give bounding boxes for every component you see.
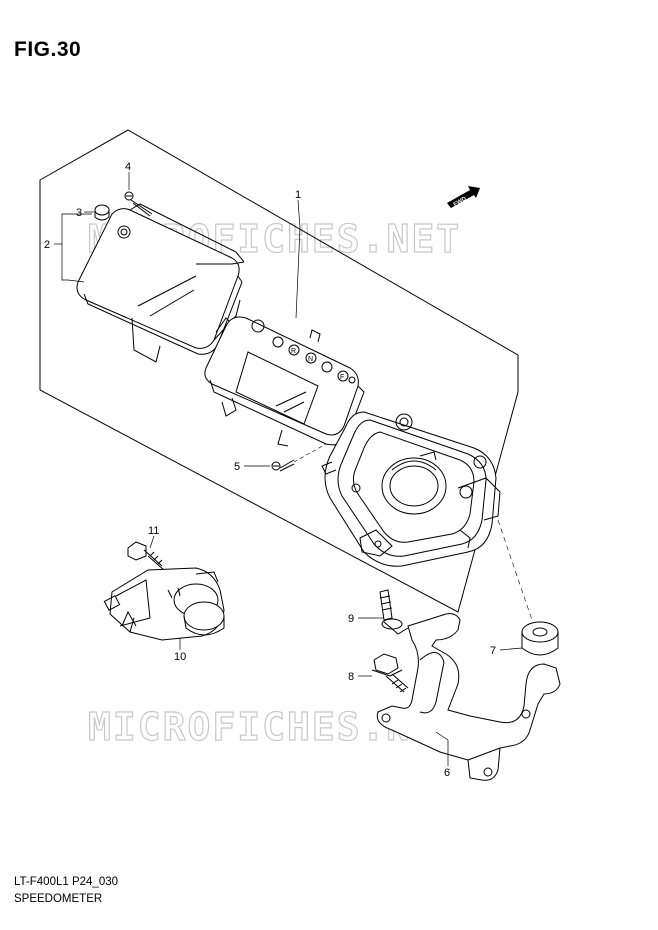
bolt-part-11 bbox=[127, 541, 165, 571]
speed-sensor-part-10 bbox=[103, 567, 225, 641]
figure-name: SPEEDOMETER bbox=[14, 893, 103, 905]
bracket-part-6 bbox=[376, 613, 561, 781]
screw-part-4 bbox=[124, 191, 153, 217]
figure-code: LT-F400L1 P24_030 bbox=[14, 876, 119, 888]
indicator-labels: R N F bbox=[291, 348, 344, 381]
callout-4: 4 bbox=[125, 161, 131, 173]
callout-9: 9 bbox=[348, 613, 354, 625]
grommet-part-3 bbox=[94, 204, 110, 221]
callout-7: 7 bbox=[490, 645, 496, 657]
callout-8: 8 bbox=[348, 671, 354, 683]
fwd-arrow-icon: FWD bbox=[447, 186, 480, 208]
callout-2: 2 bbox=[44, 239, 50, 251]
callout-11: 11 bbox=[148, 525, 159, 537]
figure-title: FIG.30 bbox=[14, 38, 82, 61]
meter-cover-part-2 bbox=[76, 203, 245, 363]
screw-part-5 bbox=[271, 459, 295, 472]
callout-5: 5 bbox=[234, 461, 240, 473]
indicator-f: F bbox=[340, 374, 344, 381]
leader-lines bbox=[54, 172, 523, 766]
assembly-frame bbox=[39, 129, 519, 613]
cushion-part-7 bbox=[521, 621, 559, 656]
meter-housing bbox=[321, 411, 501, 567]
indicator-r: R bbox=[291, 348, 296, 355]
callout-3: 3 bbox=[76, 207, 82, 219]
meter-panel-part-1 bbox=[204, 316, 365, 447]
screw-part-9 bbox=[379, 589, 409, 635]
callout-6: 6 bbox=[444, 767, 450, 779]
indicator-n: N bbox=[308, 356, 313, 363]
bolt-part-8 bbox=[371, 653, 409, 693]
callout-10: 10 bbox=[174, 651, 186, 663]
callout-1: 1 bbox=[295, 189, 301, 201]
